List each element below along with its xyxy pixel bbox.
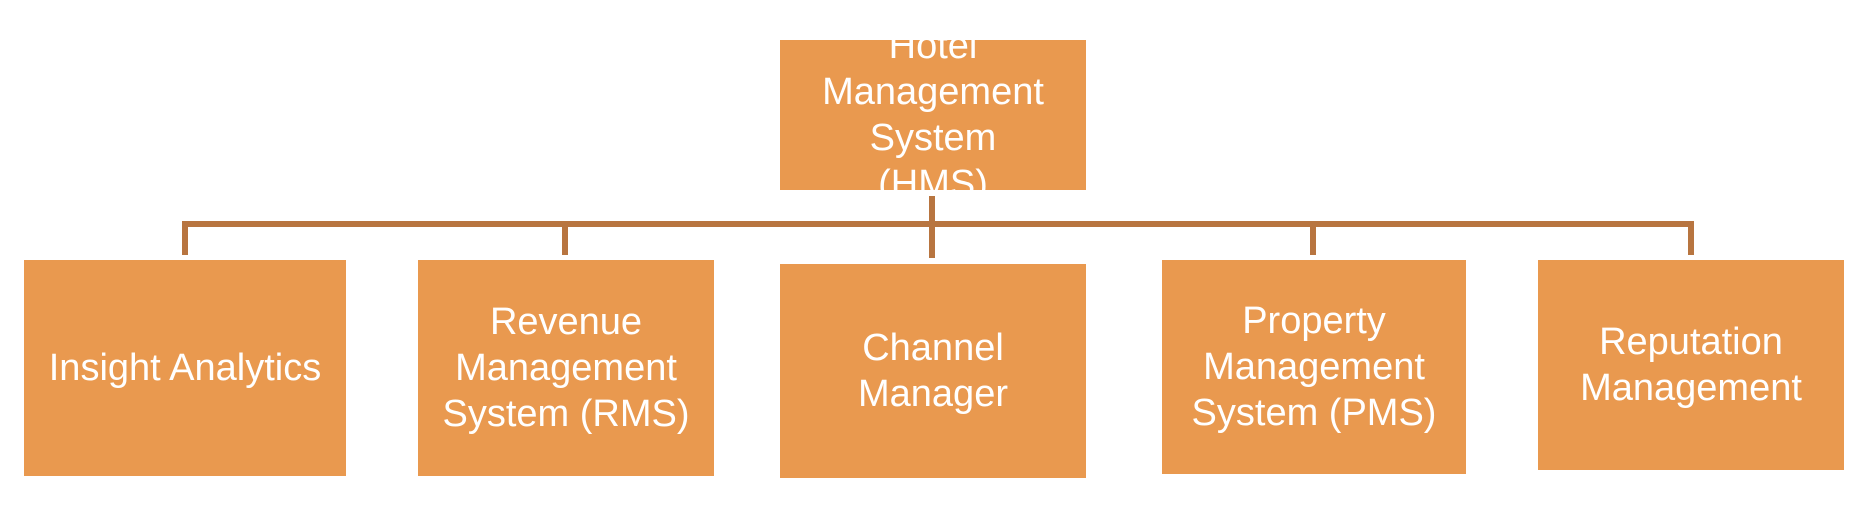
connector-root-stem — [929, 196, 935, 258]
node-hotel-management-system: Hotel Management System (HMS) — [780, 25, 1086, 205]
node-label: Revenue Management System (RMS) — [442, 301, 690, 435]
connector-drop-revenue-management — [562, 221, 568, 255]
connector-drop-property-management — [1310, 221, 1316, 255]
node-label: Channel Manager — [858, 327, 1008, 415]
connector-horizontal-bar — [182, 221, 1694, 227]
node-label: Hotel Management System (HMS) — [822, 25, 1044, 205]
node-label: Property Management System (PMS) — [1191, 300, 1437, 434]
connector-drop-insight-analytics — [182, 221, 188, 255]
node-property-management-system: Property Management System (PMS) — [1162, 260, 1466, 474]
node-label: Reputation Management — [1580, 321, 1802, 409]
node-reputation-management: Reputation Management — [1538, 260, 1844, 470]
node-revenue-management-system: Revenue Management System (RMS) — [418, 260, 714, 476]
node-insight-analytics: Insight Analytics — [24, 260, 346, 476]
node-channel-manager: Channel Manager — [780, 264, 1086, 478]
node-label: Insight Analytics — [48, 347, 322, 389]
connector-drop-reputation-management — [1688, 221, 1694, 255]
